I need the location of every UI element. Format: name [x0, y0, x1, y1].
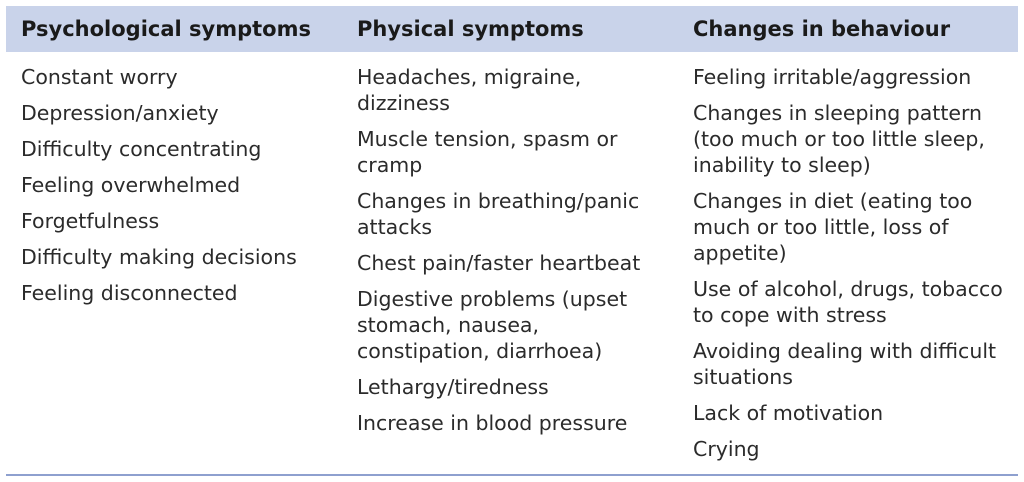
list-item: Increase in blood pressure [357, 411, 628, 435]
table-header-row: Psychological symptoms Physical symptoms… [6, 6, 1018, 52]
list-item: Headaches, migraine, dizziness [357, 65, 582, 115]
symptoms-table: Psychological symptoms Physical symptoms… [6, 6, 1018, 461]
list-item: Crying [693, 437, 760, 461]
list-item: Feeling disconnected [21, 281, 238, 305]
header-behaviour: Changes in behaviour [693, 17, 951, 41]
list-item: Changes in breathing/panic attacks [357, 189, 640, 239]
list-item: Digestive problems (upset stomach, nause… [357, 287, 628, 363]
list-item: Changes in sleeping pattern (too much or… [693, 101, 985, 177]
physical-column: Headaches, migraine, dizziness Muscle te… [342, 64, 678, 435]
list-item: Use of alcohol, drugs, tobacco to cope w… [693, 277, 1003, 327]
table-body-row: Constant worry Depression/anxiety Diffic… [6, 52, 1018, 461]
header-physical: Physical symptoms [357, 17, 584, 41]
list-item: Chest pain/faster heartbeat [357, 251, 641, 275]
list-item: Lethargy/tiredness [357, 375, 549, 399]
list-item: Muscle tension, spasm or cramp [357, 127, 618, 177]
header-psychological: Psychological symptoms [21, 17, 311, 41]
list-item: Lack of motivation [693, 401, 884, 425]
list-item: Constant worry [21, 65, 178, 89]
list-item: Forgetfulness [21, 209, 160, 233]
behaviour-column: Feeling irritable/aggression Changes in … [678, 64, 1018, 461]
list-item: Feeling overwhelmed [21, 173, 241, 197]
list-item: Difficulty concentrating [21, 137, 262, 161]
bottom-divider [6, 474, 1018, 476]
list-item: Difficulty making decisions [21, 245, 297, 269]
list-item: Avoiding dealing with difficult situatio… [693, 339, 997, 389]
list-item: Depression/anxiety [21, 101, 219, 125]
list-item: Changes in diet (eating too much or too … [693, 189, 973, 265]
psychological-column: Constant worry Depression/anxiety Diffic… [6, 64, 342, 434]
list-item: Feeling irritable/aggression [693, 65, 972, 89]
